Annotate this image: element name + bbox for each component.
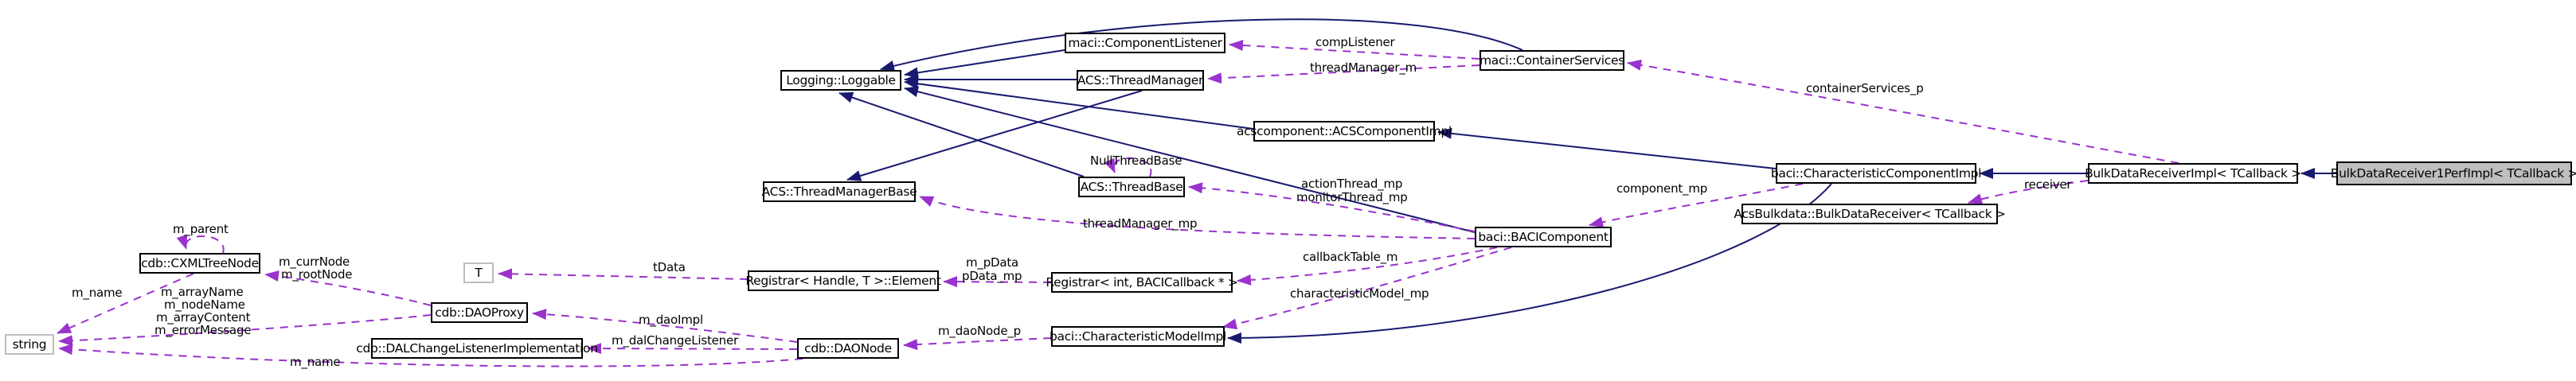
edge-usage-mdaoimpl [532,309,798,343]
edge-label-m-arrayname: m_arrayName [161,285,244,299]
node-registrar-int-bacicallback[interactable]: Registrar< int, BACICallback * > [1046,272,1238,293]
edge-inherit-acscomponentimpl-to-loggable [904,78,1254,130]
node-cdb-cxmltreenode[interactable]: cdb::CXMLTreeNode [139,253,260,274]
edge-label-m-pdata: m_pData [966,255,1019,270]
node-baci-bacicomponent[interactable]: baci::BACIComponent [1475,227,1612,247]
edge-usage-daoproxy-strings [58,314,432,347]
edge-inherit-charcompimpl-to-acscomponentimpl [1437,127,1777,169]
edge-label-characteristicmodel-mp: characteristicModel_mp [1290,286,1429,301]
node-registrar-handle-element[interactable]: Registrar< Handle, T >::Element [745,270,941,291]
edge-usage-mname-tree-to-string [57,273,194,334]
edge-label-containerservices-p: containerServices_p [1806,81,1924,95]
edge-label-threadmanager-m: threadManager_m [1310,60,1417,75]
edge-label-m-daonode-p: m_daoNode_p [938,324,1021,338]
edge-usage-mdalchangelistener [587,343,798,355]
edge-label-m-currnode: m_currNode [279,255,350,269]
edge-usage-mname-daonode-to-string [58,344,803,367]
edge-inherit-containerservices-to-loggable [880,18,1523,72]
edge-label-component-mp: component_mp [1616,181,1708,196]
node-acsbulkdata-bulkdatareceiver[interactable]: AcsBulkdata::BulkDataReceiver< TCallback… [1734,204,2006,224]
edge-inherit-bacicomponent-to-loggable [904,86,1476,233]
node-template-param-t: T [463,262,494,283]
node-bulkdatareceiverimpl[interactable]: BulkDataReceiverImpl< TCallback > [2085,163,2301,184]
edge-label-callbacktable-m: callbackTable_m [1303,250,1398,264]
edge-usage-threadmanager-mp [919,196,1476,239]
edge-label-nullthreadbase: NullThreadBase [1090,154,1182,168]
node-logging-loggable[interactable]: Logging::Loggable [780,70,901,91]
edge-label-receiver: receiver [2024,177,2072,192]
edge-label-m-name-tree: m_name [72,286,123,300]
node-string: string [5,334,54,355]
edge-label-m-dalchangelistener: m_dalChangeListener [612,333,738,348]
node-cdb-daonode[interactable]: cdb::DAONode [797,338,899,359]
edge-usage-tdata [498,268,749,280]
edge-usage-component-mp [1589,183,1804,228]
node-acscomponent-acscomponentimpl[interactable]: acscomponent::ACSComponentImpl [1237,121,1452,142]
node-maci-containerservices[interactable]: maci::ContainerServices [1480,50,1624,71]
edge-usage-threadmanager-m [1207,64,1480,84]
edge-usage-callbacktable-m [1237,247,1498,286]
edge-label-tdata: tData [653,260,686,274]
edge-usage-receiver [1968,180,2089,204]
edge-label-m-daoimpl: m_daoImpl [639,313,703,327]
edge-label-m-rootnode: m_rootNode [281,267,353,282]
edge-usage-mdaonode-p [903,337,1052,351]
edge-label-actionthread-mp: actionThread_mp [1301,177,1403,191]
node-cdb-daoproxy[interactable]: cdb::DAOProxy [431,302,528,323]
edge-label-threadmanager-mp: threadManager_mp [1083,216,1198,231]
node-baci-characteristiccomponentimpl[interactable]: baci::CharacteristicComponentImpl [1771,163,1981,184]
edge-usage-characteristicmodel-mp [1222,247,1512,330]
edge-usage-nullthreadbase-selfloop [1104,157,1152,177]
edge-inherit-componentlistener-to-loggable [904,49,1065,79]
node-acs-threadmanager[interactable]: ACS::ThreadManager [1077,70,1204,91]
edge-inherit-threadmanager-to-threadmanagerbase [846,90,1143,181]
edge-label-m-errormessage: m_errorMessage [154,323,252,337]
edge-inherit-threadbase-to-loggable [838,91,1085,177]
node-baci-characteristicmodelimpl[interactable]: baci::CharacteristicModelImpl [1050,326,1226,347]
edge-label-m-name-daonode: m_name [290,355,341,369]
edge-label-m-parent: m_parent [173,222,229,236]
node-acs-threadmanagerbase[interactable]: ACS::ThreadManagerBase [762,181,917,202]
node-acs-threadbase[interactable]: ACS::ThreadBase [1078,177,1185,197]
edge-usage-actionthread-monitorthread [1188,182,1476,232]
node-bulkdatareceiver1perfimpl-focus: BulkDataReceiver1PerfImpl< TCallback > [2331,161,2576,185]
edge-usage-containerservices-p [1627,59,2179,164]
node-cdb-dalchangelistenerimplementation[interactable]: cdb::DALChangeListenerImplementation [356,338,598,359]
node-maci-componentlistener[interactable]: maci::ComponentListener [1065,33,1225,53]
edge-label-m-arraycontent: m_arrayContent [156,310,251,325]
edge-label-pdata-mp: pData_mp [962,269,1022,283]
edge-usage-mcurrnode-mrootnode [264,270,432,306]
edge-label-monitorthread-mp: monitorThread_mp [1296,190,1408,204]
edge-label-complistener: compListener [1315,35,1395,49]
edge-usage-mparent-selfloop [176,234,225,254]
edge-label-m-nodename: m_nodeName [164,297,245,312]
